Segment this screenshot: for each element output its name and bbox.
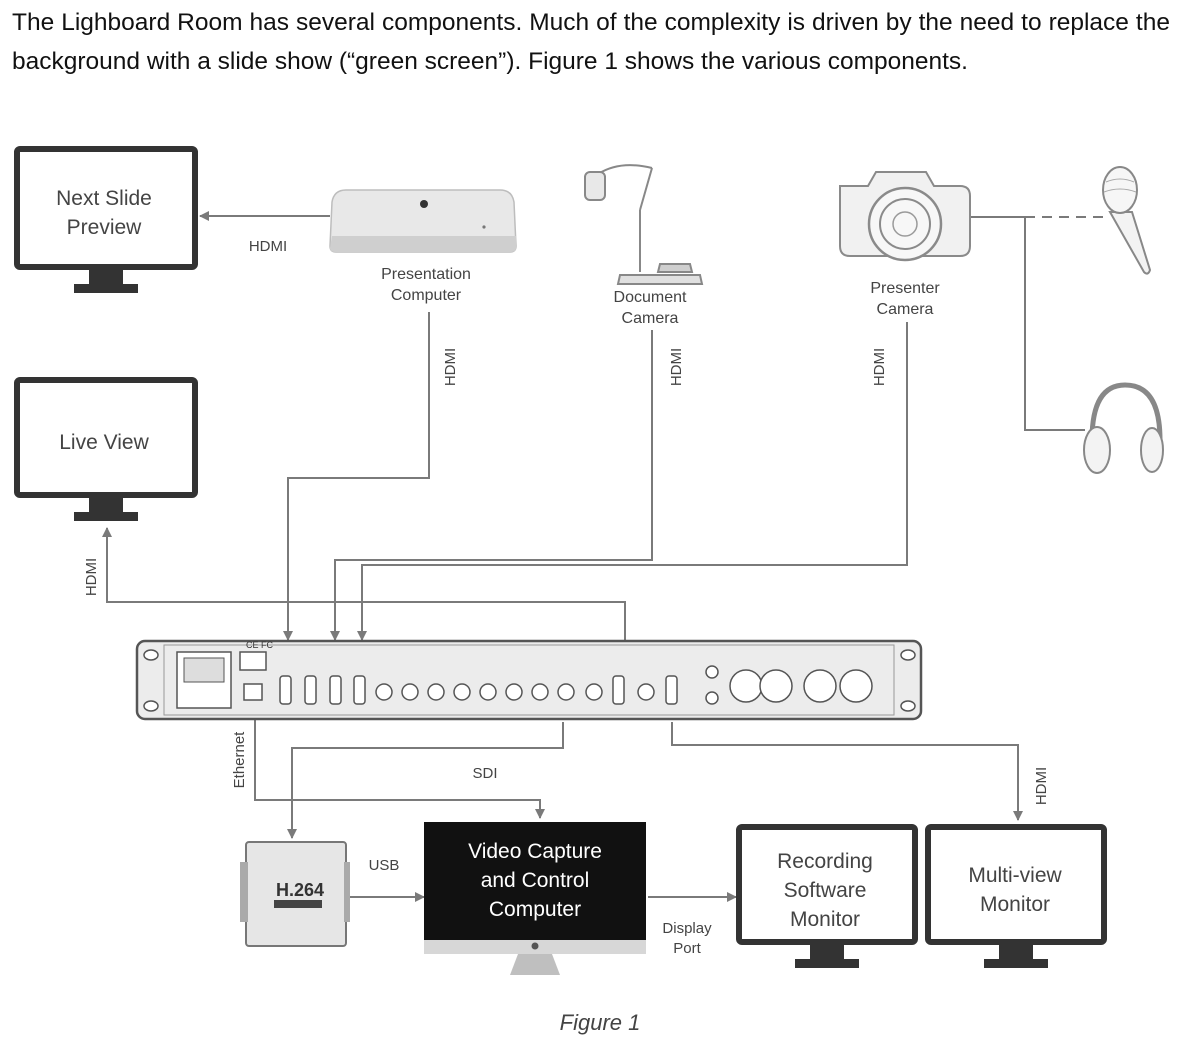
line-sdi	[287, 722, 564, 839]
line-ethernet	[254, 718, 545, 819]
connection-labels: HDMI HDMI HDMI HDMI HDMI HDMI Ethernet S…	[83, 238, 1050, 957]
presenter-label-2: Camera	[877, 301, 934, 318]
capture-label-1: Video Capture	[468, 840, 602, 863]
multiview-label-2: Monitor	[980, 893, 1050, 916]
apple-logo-icon	[420, 200, 428, 208]
hdmi-input-ports	[279, 675, 678, 705]
label-hdmi-presenter: HDMI	[871, 348, 888, 386]
usb-port	[243, 683, 263, 701]
monitor-live-view: Live View	[14, 377, 198, 521]
monitor-multiview: Multi-view Monitor	[925, 824, 1107, 968]
line-hdmi-to-multiview	[671, 722, 1023, 821]
label-hdmi-document: HDMI	[668, 348, 685, 386]
presentation-label-1: Presentation	[381, 266, 471, 283]
h264-encoder: H.264	[240, 841, 350, 947]
figure-caption: Figure 1	[559, 1010, 641, 1035]
label-hdmi-preview: HDMI	[249, 238, 287, 255]
label-hdmi-liveview: HDMI	[83, 558, 100, 596]
encoder-label: H.264	[276, 880, 324, 900]
presentation-label-2: Computer	[391, 287, 462, 304]
headphones-icon	[1083, 382, 1164, 474]
svg-text:CE FC: CE FC	[246, 640, 274, 650]
video-switcher: CE FC	[135, 639, 923, 721]
document-label-1: Document	[614, 289, 687, 306]
label-sdi: SDI	[472, 765, 497, 782]
label-ethernet: Ethernet	[231, 731, 248, 789]
intro-paragraph: The Lighboard Room has several component…	[12, 9, 1170, 75]
label-displayport-1: Display	[662, 920, 712, 937]
presenter-camera: Presenter Camera	[839, 171, 971, 318]
presenter-label-1: Presenter	[870, 280, 940, 297]
multiview-label-1: Multi-view	[968, 864, 1062, 887]
presentation-computer: Presentation Computer	[329, 189, 517, 304]
capture-label-3: Computer	[489, 898, 581, 921]
sdi-ports	[375, 683, 655, 701]
line-switcher-to-liveview	[102, 527, 626, 640]
label-usb: USB	[369, 857, 400, 874]
next-slide-label-1: Next Slide	[56, 187, 152, 210]
capture-label-2: and Control	[481, 869, 590, 892]
ethernet-port	[239, 651, 267, 671]
recording-label-3: Monitor	[790, 908, 860, 931]
document-label-2: Camera	[622, 310, 679, 327]
line-audio-feed	[970, 216, 1085, 431]
recording-label-1: Recording	[777, 850, 873, 873]
line-document-to-switcher	[330, 330, 653, 641]
line-presentation-to-switcher	[283, 312, 430, 641]
monitor-recording-software: Recording Software Monitor	[736, 824, 918, 968]
microphone-icon	[1102, 166, 1152, 275]
document-camera: Document Camera	[584, 164, 704, 327]
apple-logo-icon	[531, 942, 539, 950]
monitor-video-capture-computer: Video Capture and Control Computer	[424, 822, 646, 975]
audio-ports	[705, 665, 873, 705]
label-hdmi-presentation: HDMI	[442, 348, 459, 386]
label-displayport-2: Port	[673, 940, 701, 957]
next-slide-label-2: Preview	[67, 216, 143, 239]
recording-label-2: Software	[784, 879, 867, 902]
live-view-label: Live View	[59, 431, 149, 454]
monitor-next-slide-preview: Next Slide Preview	[14, 146, 198, 293]
connection-lines	[102, 211, 1105, 902]
label-hdmi-multiview: HDMI	[1033, 767, 1050, 805]
